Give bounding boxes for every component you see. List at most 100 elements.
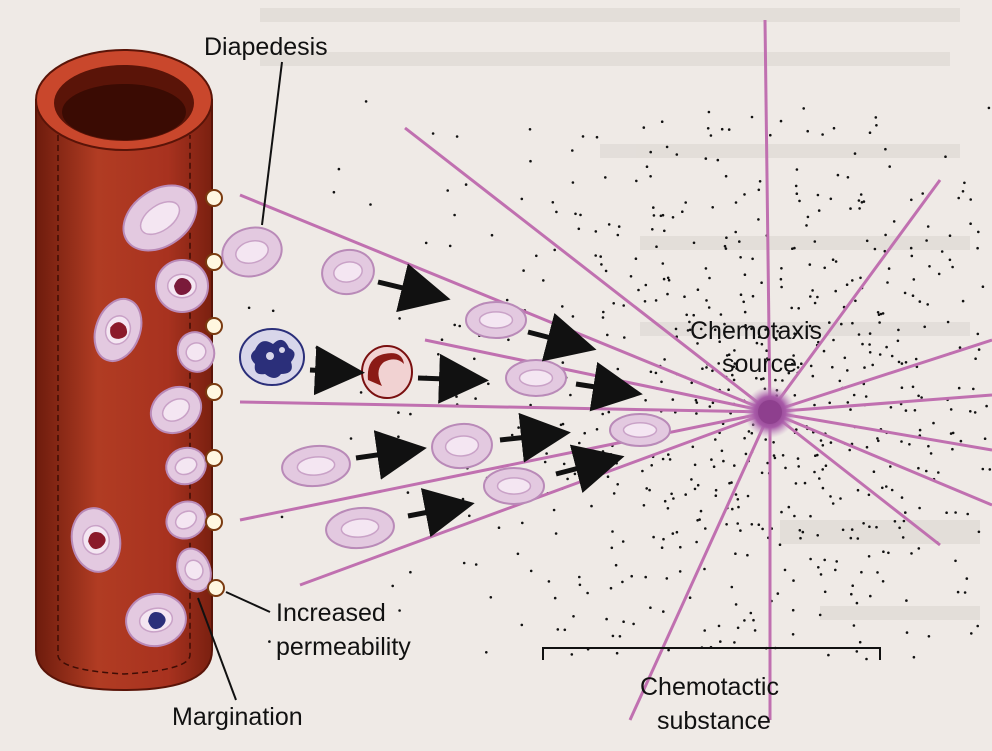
gradient-dot — [662, 262, 665, 265]
gradient-dot — [905, 409, 908, 412]
gradient-dot — [612, 302, 615, 305]
gradient-dot — [703, 568, 706, 571]
gradient-dot — [281, 516, 284, 519]
gradient-dot — [571, 149, 574, 152]
gradient-dot — [797, 366, 800, 369]
gradient-dot — [666, 146, 669, 149]
gradient-dot — [590, 481, 593, 484]
gradient-dot — [795, 482, 798, 485]
gradient-dot — [521, 624, 524, 627]
gradient-dot — [635, 257, 638, 260]
gradient-dot — [904, 292, 907, 295]
gradient-dot — [425, 242, 428, 245]
gradient-dot — [739, 529, 742, 532]
chemotaxis-ray — [240, 402, 770, 412]
gradient-dot — [901, 386, 904, 389]
gradient-dot — [960, 440, 963, 443]
gradient-dot — [721, 450, 724, 453]
gradient-dot — [791, 247, 794, 250]
gradient-dot — [667, 507, 670, 510]
gradient-dot — [554, 597, 557, 600]
gradient-dot — [750, 612, 753, 615]
gradient-dot — [902, 536, 905, 539]
gradient-dot — [863, 366, 866, 369]
gradient-dot — [928, 265, 931, 268]
gradient-dot — [721, 128, 724, 131]
gradient-dot — [644, 399, 647, 402]
leukocyte — [484, 468, 544, 504]
gradient-dot — [700, 510, 703, 513]
gradient-dot — [737, 506, 740, 509]
gradient-dot — [938, 273, 941, 276]
gradient-dot — [954, 560, 957, 563]
gradient-dot — [866, 446, 869, 449]
gradient-dot — [446, 189, 449, 192]
gradient-dot — [690, 478, 693, 481]
gradient-dot — [684, 493, 687, 496]
gradient-dot — [819, 614, 822, 617]
gradient-dot — [586, 592, 589, 595]
gradient-dot — [944, 155, 947, 158]
gradient-dot — [833, 127, 836, 130]
gradient-dot — [954, 511, 957, 514]
gradient-dot — [974, 411, 977, 414]
gradient-dot — [799, 537, 802, 540]
blood-vessel — [36, 50, 212, 690]
gradient-dot — [918, 507, 921, 510]
gradient-dot — [865, 395, 868, 398]
gradient-dot — [866, 240, 869, 243]
gradient-dot — [828, 402, 831, 405]
gradient-dot — [910, 199, 913, 202]
gradient-dot — [982, 468, 985, 471]
gradient-dot — [562, 361, 565, 364]
gradient-dot — [887, 552, 890, 555]
gradient-dot — [848, 449, 851, 452]
gradient-dot — [670, 493, 673, 496]
gradient-dot — [751, 523, 754, 526]
gradient-dot — [849, 207, 852, 210]
gradient-dot — [820, 573, 823, 576]
gradient-dot — [772, 441, 775, 444]
gradient-dot — [780, 286, 783, 289]
gradient-dot — [694, 464, 697, 467]
gradient-dot — [605, 398, 608, 401]
gradient-dot — [511, 434, 514, 437]
gradient-dot — [468, 515, 471, 518]
gradient-dot — [517, 553, 520, 556]
chemotaxis-ray — [405, 128, 770, 412]
gradient-dot — [798, 200, 801, 203]
gradient-dot — [602, 311, 605, 314]
gradient-dot — [760, 281, 763, 284]
gradient-dot — [605, 270, 608, 273]
gradient-dot — [608, 411, 611, 414]
gradient-dot — [809, 558, 812, 561]
gradient-dot — [901, 362, 904, 365]
gradient-dot — [641, 470, 644, 473]
gradient-dot — [487, 383, 490, 386]
gradient-dot — [974, 357, 977, 360]
gradient-dot — [906, 631, 909, 634]
gradient-dot — [823, 267, 826, 270]
gradient-dot — [780, 511, 783, 514]
gradient-dot — [712, 402, 715, 405]
gradient-dot — [890, 406, 893, 409]
gradient-dot — [780, 278, 783, 281]
gradient-dot — [898, 527, 901, 530]
gradient-dot — [643, 126, 646, 129]
gradient-dot — [821, 133, 824, 136]
gradient-dot — [617, 234, 620, 237]
gradient-dot — [857, 489, 860, 492]
gradient-dot — [449, 245, 452, 248]
gradient-dot — [666, 577, 669, 580]
gradient-dot — [884, 234, 887, 237]
gradient-dot — [850, 593, 853, 596]
gradient-dot — [810, 365, 813, 368]
gradient-dot — [615, 462, 618, 465]
gradient-dot — [735, 493, 738, 496]
gradient-dot — [397, 411, 400, 414]
gradient-dot — [851, 584, 854, 587]
gradient-dot — [602, 450, 605, 453]
gradient-dot — [777, 592, 780, 595]
gradient-dot — [407, 491, 410, 494]
gradient-dot — [572, 315, 575, 318]
